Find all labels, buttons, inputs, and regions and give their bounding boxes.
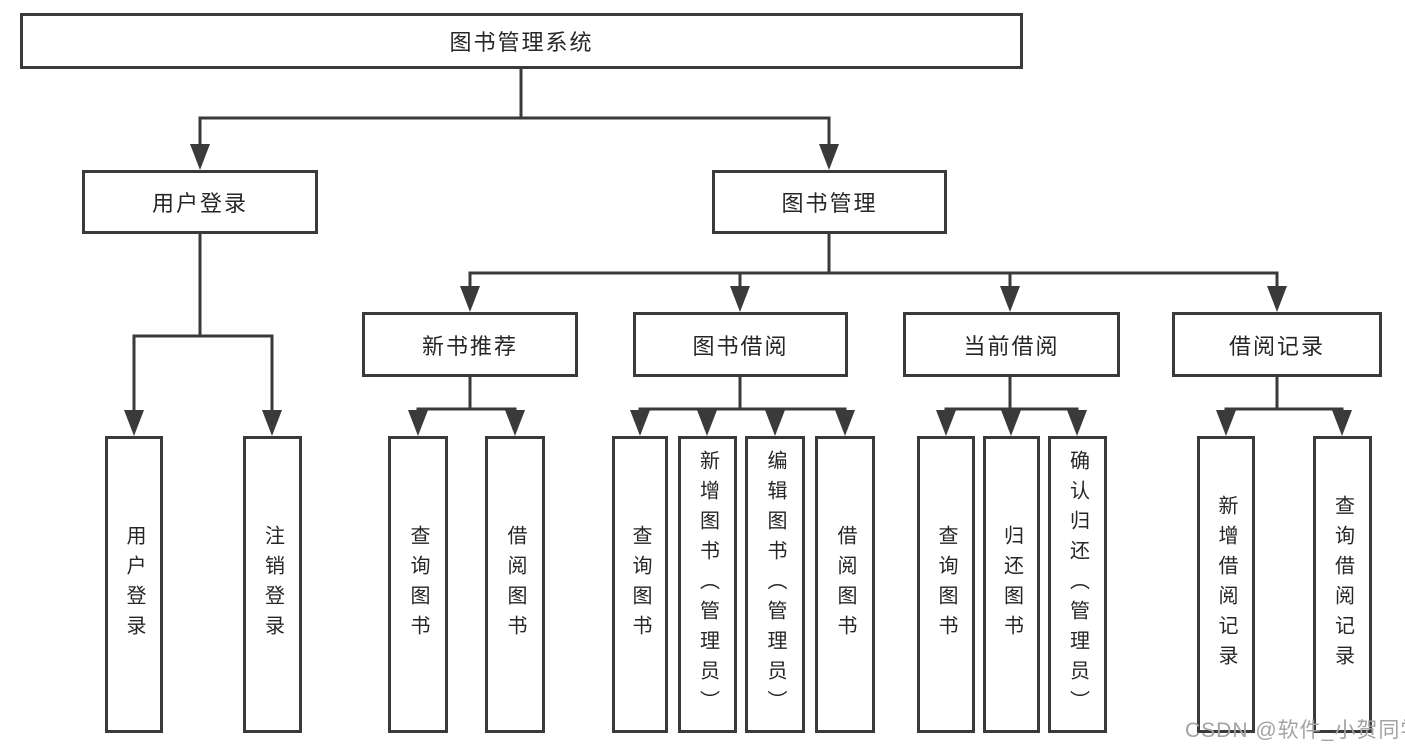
node-add-borrow-record: 新增借阅记录 xyxy=(1197,436,1255,733)
node-label: 编辑图书（管理员） xyxy=(764,449,786,720)
node-label: 用户登录 xyxy=(123,524,145,645)
arrowhead xyxy=(630,410,650,436)
arrowhead xyxy=(460,286,480,312)
node-label: 图书管理 xyxy=(781,191,878,216)
arrowhead xyxy=(730,286,750,312)
arrowhead xyxy=(835,410,855,436)
edge-current-subtree xyxy=(944,375,1079,416)
arrowhead xyxy=(697,410,717,436)
node-label: 图书借阅 xyxy=(692,333,789,359)
node-label: 借阅图书 xyxy=(504,524,526,645)
arrowhead xyxy=(505,410,525,436)
node-label: 借阅记录 xyxy=(1228,333,1325,359)
node-current-borrowing: 当前借阅 xyxy=(903,312,1120,377)
edge-user-login-subtree xyxy=(132,232,274,416)
node-borrowing-records: 借阅记录 xyxy=(1172,312,1382,377)
csdn-watermark: CSDN @软件_小贺同学 xyxy=(1185,719,1405,742)
node-return-books: 归还图书 xyxy=(983,436,1040,733)
node-label: 当前借阅 xyxy=(963,333,1060,359)
node-label: 查询图书 xyxy=(629,524,651,645)
arrowheads xyxy=(124,144,1352,436)
arrowhead xyxy=(819,144,839,170)
node-borrow-books-leaf: 借阅图书 xyxy=(815,436,875,733)
node-label: 借阅图书 xyxy=(834,524,856,645)
arrowhead xyxy=(936,410,956,436)
node-book-management-module: 图书管理 xyxy=(712,170,947,234)
arrowhead xyxy=(1267,286,1287,312)
arrowhead xyxy=(124,410,144,436)
node-logout-leaf: 注销登录 xyxy=(243,436,302,733)
arrowhead xyxy=(1067,410,1087,436)
node-label: 用户登录 xyxy=(151,191,248,216)
node-label: 查询图书 xyxy=(407,524,429,645)
node-label: 新书推荐 xyxy=(421,333,518,359)
node-edit-books-admin: 编辑图书（管理员） xyxy=(745,436,805,733)
edge-book-mgmt-subtree xyxy=(468,232,1279,292)
node-library-management-system: 图书管理系统 xyxy=(20,13,1023,69)
node-label: 新增图书（管理员） xyxy=(696,449,719,720)
arrowhead xyxy=(1216,410,1236,436)
arrowhead xyxy=(1001,410,1021,436)
arrowhead xyxy=(1000,286,1020,312)
arrowhead xyxy=(408,410,428,436)
arrowhead xyxy=(262,410,282,436)
node-book-borrowing: 图书借阅 xyxy=(633,312,848,377)
node-label: 归还图书 xyxy=(1000,524,1023,645)
node-query-books-recommend: 查询图书 xyxy=(388,436,448,733)
edge-borrow-subtree xyxy=(638,375,847,416)
node-query-books-borrow: 查询图书 xyxy=(612,436,668,733)
node-label: 确认归还（管理员） xyxy=(1066,449,1089,720)
edge-root-to-level2 xyxy=(198,67,831,150)
node-label: 查询图书 xyxy=(935,524,957,645)
node-label: 图书管理系统 xyxy=(449,30,594,55)
node-new-book-recommend: 新书推荐 xyxy=(362,312,578,377)
arrowhead xyxy=(190,144,210,170)
edge-record-subtree xyxy=(1224,375,1344,416)
arrowhead xyxy=(765,410,785,436)
node-label: 注销登录 xyxy=(261,524,284,645)
node-add-books-admin: 新增图书（管理员） xyxy=(678,436,737,733)
node-user-login-leaf: 用户登录 xyxy=(105,436,163,733)
node-user-login-module: 用户登录 xyxy=(82,170,318,234)
edge-recommend-subtree xyxy=(416,375,517,416)
node-label: 新增借阅记录 xyxy=(1215,494,1237,675)
node-query-books-current: 查询图书 xyxy=(917,436,975,733)
node-confirm-return-admin: 确认归还（管理员） xyxy=(1048,436,1107,733)
node-query-borrow-record: 查询借阅记录 xyxy=(1313,436,1372,733)
node-label: 查询借阅记录 xyxy=(1331,494,1354,675)
node-borrow-books-recommend: 借阅图书 xyxy=(485,436,545,733)
arrowhead xyxy=(1332,410,1352,436)
